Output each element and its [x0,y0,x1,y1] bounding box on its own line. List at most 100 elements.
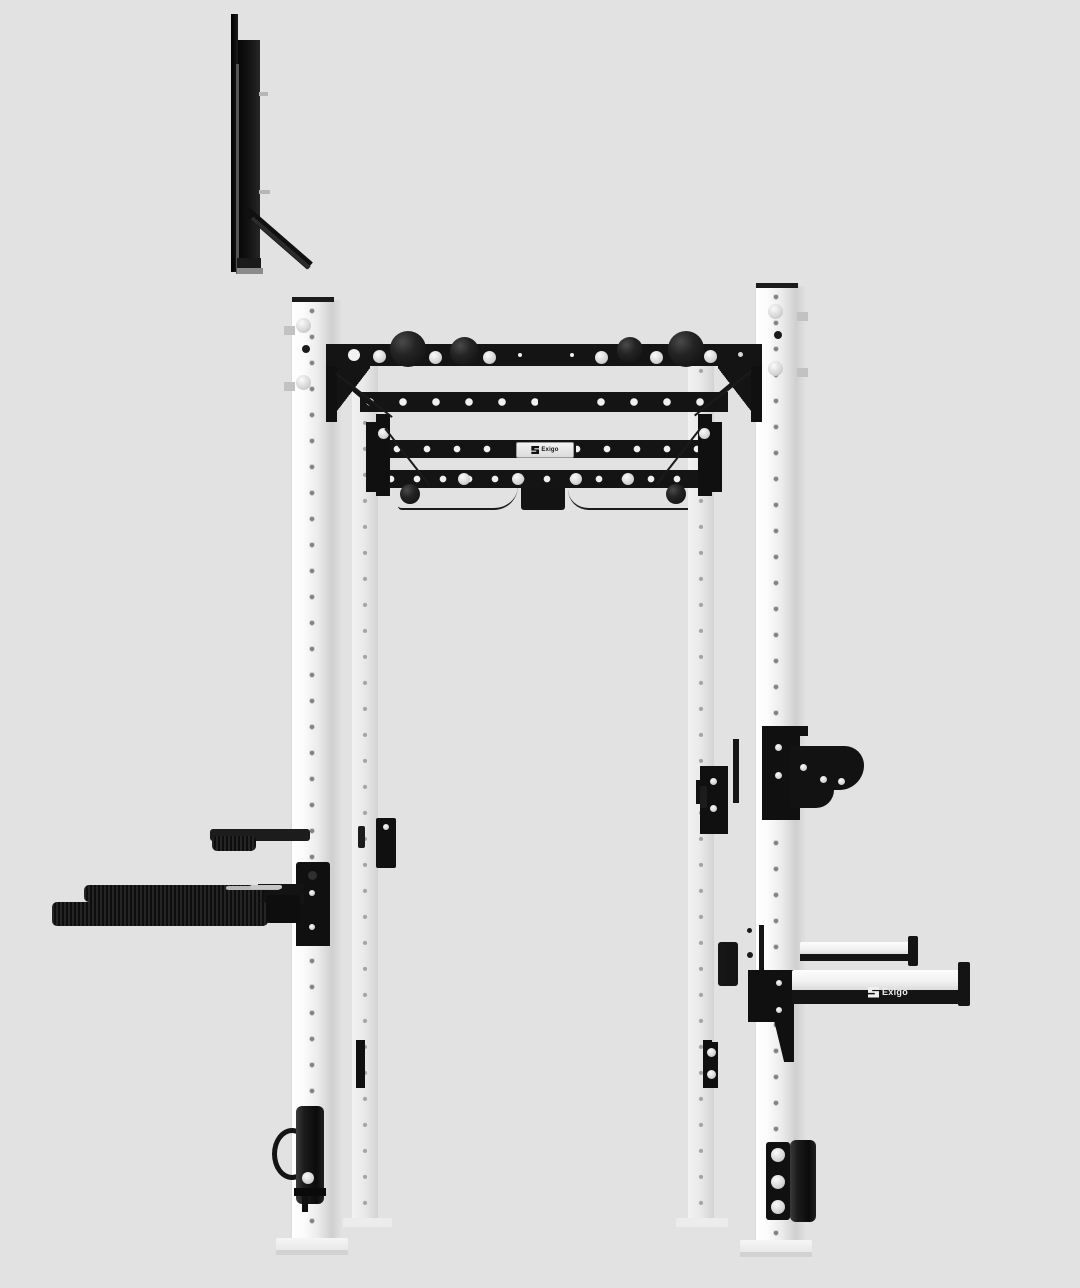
top-beam-pinhole [518,353,522,357]
dip-bracket-bolt-top [308,871,317,880]
spotter-mount-bolt-2 [776,1007,782,1013]
left-upright-midplate-bolt [383,824,389,830]
brand-logo-spotter: Exigo [852,985,924,999]
top-beam-bolt [373,350,386,363]
top-beam-bolt [650,351,663,364]
foot-front-left [276,1238,348,1252]
curved-brace-left [398,486,518,510]
upright-left-top-cap [292,297,334,302]
left-upright-midplate [376,818,396,868]
upright-left-pin-upper [284,326,295,335]
j-cup-rear-bolt-1 [710,778,717,785]
top-beam-pinhole [570,353,574,357]
pullup-bar-4-bolt [458,473,470,485]
top-beam-bolt [483,351,496,364]
ball-grip-large-right[interactable] [668,331,704,367]
j-cup-main-topcap [762,726,808,736]
foot-front-right [740,1240,812,1254]
display-bracket-tab-lower [259,190,270,194]
foot-rear-right [676,1218,728,1227]
j-cup-hook-bolt-1 [800,764,807,771]
top-beam-pinhole [738,352,743,357]
upright-right-bolt-1 [768,304,783,319]
ball-grip-large[interactable] [390,331,426,367]
weight-horn-left-collar [294,1188,326,1196]
dip-handle-collar [266,895,300,923]
bar3-right-bracket-bolt [699,428,710,439]
j-cup-main-bolt-1 [775,744,782,751]
spotter-arm-front-endcap [958,962,970,1006]
upright-right-bolt-2 [774,331,782,339]
spotter-arm-front[interactable] [792,970,970,992]
upright-front-left-holes [292,300,332,1240]
j-cup-main-bolt-2 [775,772,782,779]
right-upright-lower-bolt-1 [707,1048,716,1057]
center-hanger-tab [521,488,565,510]
display-base-shadow [237,268,263,274]
spotter-rail [759,925,764,997]
right-upright-small-tab [700,786,707,808]
upright-front-left-side [332,300,343,1240]
spotter-arm-rear-endcap [908,936,918,966]
top-beam-bolt [704,350,717,363]
brace-knob-right [666,484,686,504]
ball-grip-medium[interactable] [450,337,479,366]
spotter-mount-bolt-1 [776,980,782,986]
foot-front-right-shadow [740,1252,812,1257]
bar3-left-bracket [376,414,390,496]
bar4-left-bracket [366,422,378,492]
dip-handle-washer-2 [250,885,282,889]
dip-handle-front-grip-lower[interactable] [52,902,268,926]
display-rear-edge [231,14,238,272]
top-beam-bolt [595,351,608,364]
pullup-bar-4-bolt [512,473,524,485]
upright-left-bolt-2 [302,345,310,353]
weight-horn-right[interactable] [790,1140,816,1222]
dip-bracket-bolt-mid [309,890,315,896]
dip-handle-rear-grip[interactable] [212,836,256,851]
j-cup-hook-taper [790,782,834,808]
upright-right-pin-lower [797,368,808,377]
spotter-arm-rear[interactable] [800,942,918,956]
upright-left-pin-lower [284,382,295,391]
left-upright-small-tab [358,826,365,848]
weight-horn-right-bolt-3 [771,1200,785,1214]
weight-horn-right-bolt-2 [771,1175,785,1189]
top-beam-bolt [348,349,360,361]
pullup-bar-4-bolt [570,473,582,485]
foot-front-left-shadow [276,1250,348,1255]
upright-right-bolt-3 [768,361,783,376]
upright-left-bolt-3 [296,375,311,390]
brand-wordmark: Exigo [881,986,908,997]
brace-knob-left [400,484,420,504]
display-panel [238,40,260,272]
spotter-rail-bolt-a [747,928,752,933]
weight-horn-left[interactable] [296,1106,324,1204]
j-cup-rear-bolt-2 [710,805,717,812]
dip-bracket-bolt-low [309,924,315,930]
exigo-e-mark-icon [531,446,540,454]
upright-left-bolt-1 [296,318,311,333]
spotter-arm-rear-underside [800,954,918,961]
right-upright-small-tab-2 [718,944,726,984]
bar4-right-bracket [710,422,722,492]
weight-horn-left-pin [302,1196,308,1212]
spotter-rail-bolt-b [747,952,753,958]
upright-right-pin-upper [797,312,808,321]
dip-handle-front-grip-upper[interactable] [84,885,264,902]
j-cup-hook-bolt-3 [838,778,845,785]
spotter-arm-front-band [792,990,970,1004]
weight-horn-right-bolt-1 [771,1148,785,1162]
pullup-bar-4-bolt [622,473,634,485]
right-beam-end-plate [751,366,762,422]
foot-rear-left [340,1218,392,1227]
display-bezel-line [236,64,239,274]
bar3-left-bracket-bolt [378,428,389,439]
top-beam-bolt [429,351,442,364]
upright-right-top-cap [756,283,798,288]
display-bracket-tab-upper [259,92,268,96]
ball-grip-small[interactable] [617,337,643,363]
pullup-bar-2-center-gap [538,392,576,412]
left-upright-lower-tab [356,1042,365,1088]
